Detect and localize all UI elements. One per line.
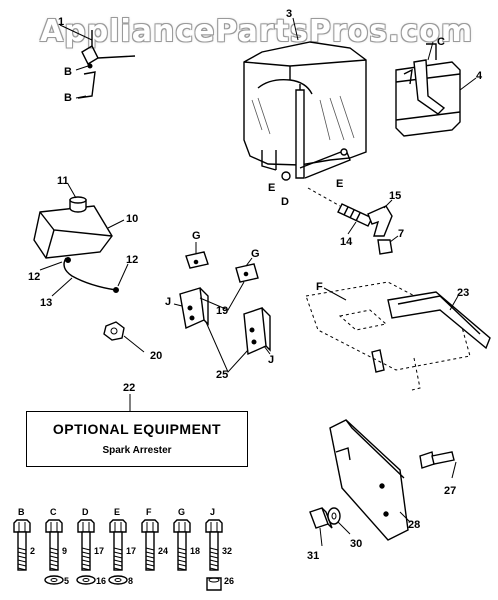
letter-c-top: C [437,36,445,48]
letter-f: F [316,281,323,293]
fastener-bolt-number-g: 18 [190,546,201,556]
fastener-c [44,519,64,585]
fastener-washer-number-c: 5 [64,576,70,586]
letter-b-lower: B [64,92,72,104]
letter-j-right: J [268,354,275,366]
part-30-washer [327,507,351,535]
callout-3: 3 [286,8,293,20]
part-23-frame [305,281,491,391]
fastener-f [141,519,159,571]
fastener-j [205,519,223,591]
part-1-bracket [59,24,136,99]
fastener-g [173,519,191,571]
callout-4: 4 [476,70,483,82]
letter-g-left: G [192,230,201,242]
callout-7: 7 [398,228,405,240]
callout-27: 27 [444,485,457,497]
fastener-bolt-number-f: 24 [158,546,169,556]
fastener-letter-g: G [178,507,186,517]
fastener-washer-number-d: 16 [96,576,107,586]
fastener-letter-j: J [210,507,216,517]
fastener-washer-number-j: 26 [224,576,235,586]
callout-10: 10 [126,213,139,225]
fastener-e [108,519,128,585]
part-14-nipple [307,187,373,235]
callout-22: 22 [123,382,136,394]
fastener-letter-f: F [146,507,152,517]
callout-28: 28 [408,519,421,531]
callout-11: 11 [57,175,69,187]
letter-e-left: E [268,182,276,194]
letter-j-left: J [165,296,172,308]
fastener-bolt-number-d: 17 [94,546,105,556]
letter-d: D [281,196,289,208]
callout-1: 1 [58,16,65,28]
callout-25: 25 [216,369,229,381]
part-15-elbow [367,199,393,237]
callout-20: 20 [150,350,163,362]
part-19-25-brackets [173,242,271,373]
optional-equipment-box: OPTIONAL EQUIPMENT Spark Arrester [26,411,248,467]
callout-12-right: 12 [126,254,139,266]
fastener-bolt-number-b: 2 [30,546,36,556]
watermark: AppliancePartsPros.com [40,14,474,49]
callout-19: 19 [216,305,229,317]
fastener-bolt-number-c: 9 [62,546,68,556]
callout-30: 30 [350,538,363,550]
part-3-engine [243,17,367,181]
callout-14: 14 [340,236,353,248]
fastener-row [13,519,223,591]
fastener-letter-d: D [82,507,89,517]
callout-15: 15 [389,190,402,202]
callout-12-left: 12 [28,271,41,283]
part-27-bolt [419,451,457,479]
part-20-nut [103,321,145,353]
fastener-washer-number-e: 8 [128,576,134,586]
fastener-b [13,519,31,571]
spark-arrester-label: Spark Arrester [102,445,172,456]
fastener-bolt-number-e: 17 [126,546,137,556]
callout-13: 13 [40,297,53,309]
part-7-fitting [377,235,399,255]
letter-g-right: G [251,248,260,260]
letter-b-upper: B [64,66,72,78]
optional-equipment-title: OPTIONAL EQUIPMENT [52,421,222,437]
callout-23: 23 [457,287,470,299]
part-13-fuel-line [39,257,129,297]
part-4-muffler [395,41,477,137]
callout-31: 31 [307,550,320,562]
fastener-letter-c: C [50,507,57,517]
fastener-bolt-number-j: 32 [222,546,233,556]
letter-e-right: E [336,178,344,190]
part-10-fuel-tank [33,183,125,259]
part-31-nut [309,507,333,547]
fastener-d [76,519,96,585]
fastener-letter-b: B [18,507,25,517]
part-28-arrester-plate [329,419,411,541]
fastener-letter-e: E [114,507,121,517]
